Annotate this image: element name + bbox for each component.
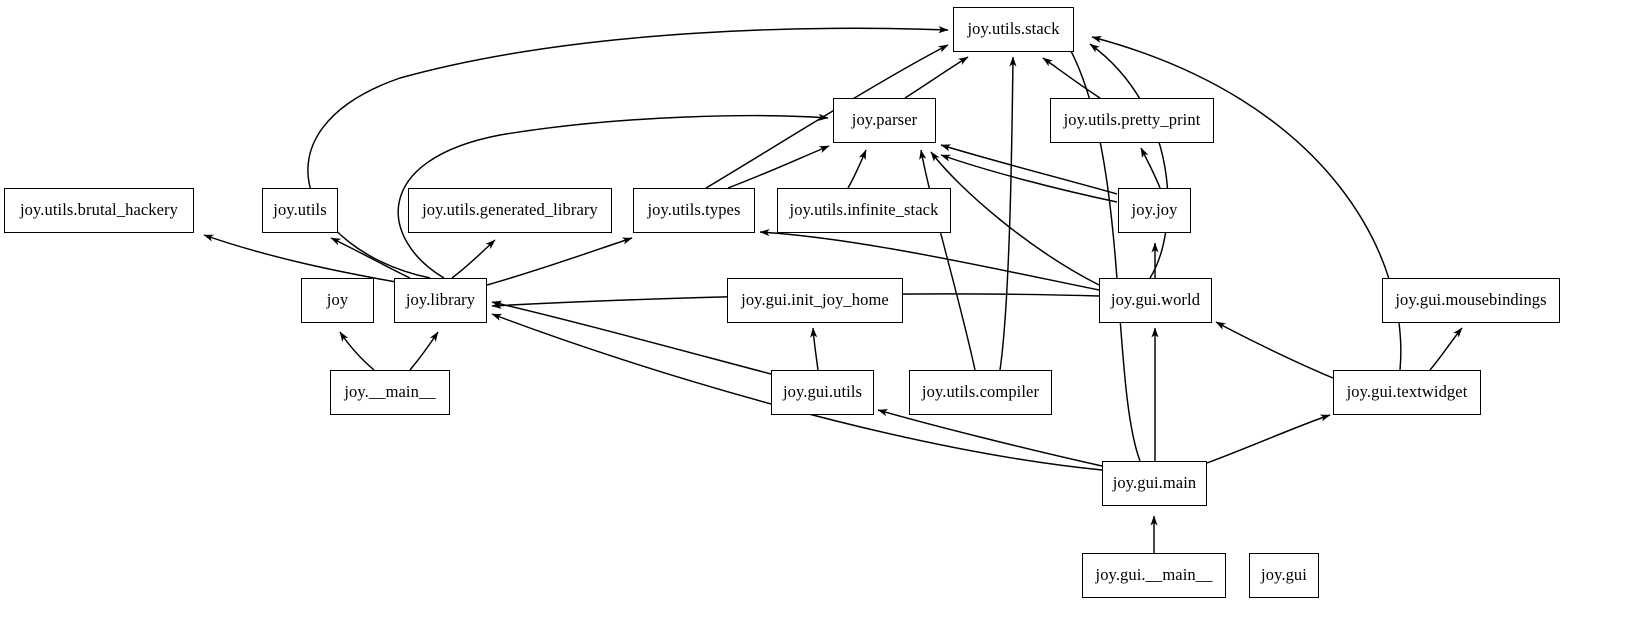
node-joy-utils-pretty-print[interactable]: joy.utils.pretty_print (1050, 98, 1214, 143)
node-joy-gui-utils[interactable]: joy.gui.utils (771, 370, 874, 415)
node-joy-utils-infinite-stack[interactable]: joy.utils.infinite_stack (777, 188, 951, 233)
node-label: joy.utils.stack (967, 19, 1060, 39)
node-joy-main-module[interactable]: joy.__main__ (330, 370, 450, 415)
node-label: joy.__main__ (344, 382, 436, 402)
node-joy-gui-mousebindings[interactable]: joy.gui.mousebindings (1382, 278, 1560, 323)
node-joy-utils-types[interactable]: joy.utils.types (633, 188, 755, 233)
node-joy-utils-stack[interactable]: joy.utils.stack (953, 7, 1074, 52)
node-label: joy.gui.main (1112, 473, 1197, 493)
node-label: joy.gui.world (1110, 290, 1201, 310)
node-label: joy.gui.mousebindings (1395, 290, 1547, 310)
node-label: joy.gui.utils (782, 382, 863, 402)
node-label: joy.utils (273, 200, 327, 220)
node-joy-gui-world[interactable]: joy.gui.world (1099, 278, 1212, 323)
node-joy-gui-init-joy-home[interactable]: joy.gui.init_joy_home (727, 278, 903, 323)
node-joy-gui-main[interactable]: joy.gui.main (1102, 461, 1207, 506)
node-joy-gui-main-module[interactable]: joy.gui.__main__ (1082, 553, 1226, 598)
node-label: joy (326, 290, 349, 310)
node-joy-utils-generated-library[interactable]: joy.utils.generated_library (408, 188, 612, 233)
node-label: joy.gui.init_joy_home (741, 290, 889, 310)
node-joy-utils[interactable]: joy.utils (262, 188, 338, 233)
node-label: joy.parser (851, 110, 918, 130)
node-label: joy.gui (1261, 565, 1307, 585)
node-label: joy.gui.textwidget (1346, 382, 1468, 402)
node-joy-parser[interactable]: joy.parser (833, 98, 936, 143)
node-joy-joy[interactable]: joy.joy (1118, 188, 1191, 233)
node-joy[interactable]: joy (301, 278, 374, 323)
node-label: joy.joy (1131, 200, 1178, 220)
node-joy-utils-compiler[interactable]: joy.utils.compiler (909, 370, 1052, 415)
node-label: joy.utils.compiler (921, 382, 1040, 402)
node-label: joy.utils.pretty_print (1063, 110, 1201, 130)
node-joy-library[interactable]: joy.library (394, 278, 487, 323)
node-label: joy.gui.__main__ (1095, 565, 1213, 585)
node-joy-gui[interactable]: joy.gui (1249, 553, 1319, 598)
node-label: joy.utils.generated_library (422, 200, 598, 220)
node-label: joy.utils.brutal_hackery (19, 200, 179, 220)
node-label: joy.library (405, 290, 476, 310)
node-joy-utils-brutal-hackery[interactable]: joy.utils.brutal_hackery (4, 188, 194, 233)
node-label: joy.utils.types (647, 200, 741, 220)
node-label: joy.utils.infinite_stack (789, 200, 939, 220)
node-joy-gui-textwidget[interactable]: joy.gui.textwidget (1333, 370, 1481, 415)
